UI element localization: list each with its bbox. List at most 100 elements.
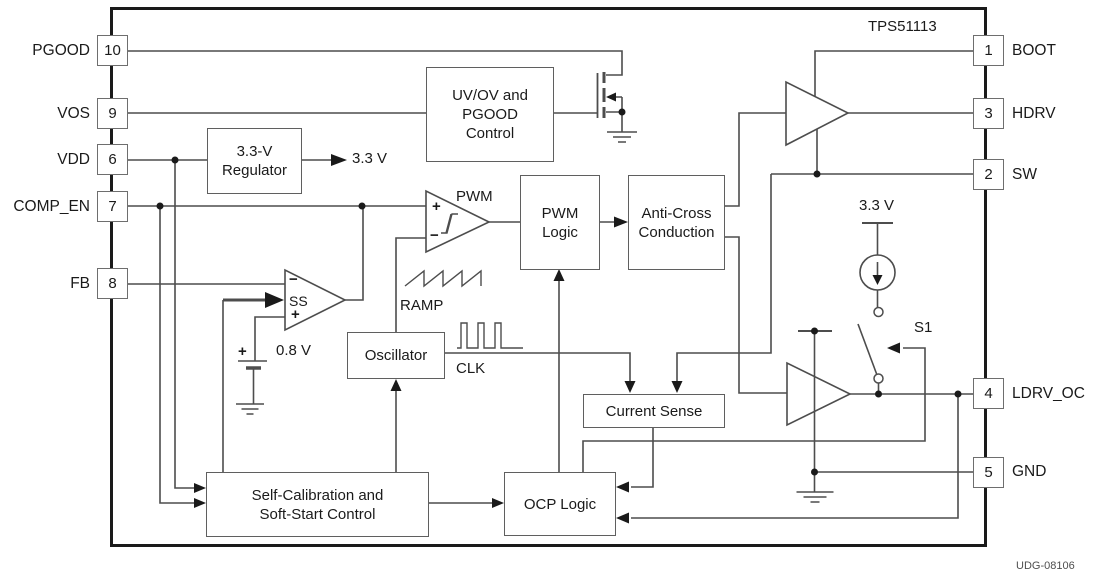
arrow-sw-currentsense (671, 381, 683, 393)
block-regulator: 3.3-V Regulator (207, 128, 302, 194)
pin-label-fb: FB (70, 275, 90, 292)
block-uvov-line1: UV/OV and (452, 87, 528, 104)
pwm-comparator (425, 189, 491, 254)
block-uvov-pgood-control: UV/OV and PGOOD Control (426, 67, 554, 162)
pwm-minus-sign: − (430, 227, 439, 244)
clk-net (443, 352, 631, 383)
block-anti-cross-line1: Anti-Cross (641, 204, 712, 222)
arrow-clk-currentsense (624, 381, 636, 393)
arrow-cs-ocp (616, 481, 629, 493)
mosfet-ground (607, 131, 637, 143)
s1-control-net (582, 347, 926, 472)
pin-box-ldrv-oc: 4 (973, 378, 1004, 409)
pin-number-ldrv-oc: 4 (984, 385, 993, 402)
arrow-vdd-selfcal (194, 483, 206, 493)
source-rail-label: 3.3 V (859, 197, 895, 214)
pin-box-sw: 2 (973, 159, 1004, 190)
pin-box-vdd: 6 (97, 144, 128, 175)
pin-box-vos: 9 (97, 98, 128, 129)
block-oscillator-line1: Oscillator (364, 347, 428, 364)
pin-label-vdd: VDD (57, 151, 90, 168)
pin-label-sw: SW (1012, 166, 1037, 183)
pgood-net (128, 50, 623, 76)
pin-box-comp-en: 7 (97, 191, 128, 222)
switch-blade (857, 323, 878, 376)
regulator-output-label: 3.3 V (352, 150, 388, 167)
vref-label: 0.8 V (276, 342, 312, 359)
block-anti-cross-line2: Conduction (638, 223, 715, 241)
arrow-ocp-pwmlogic (553, 269, 565, 281)
pin-label-ldrv-oc: LDRV_OC (1012, 385, 1085, 402)
block-anti-cross-conduction: Anti-Cross Conduction (628, 175, 725, 270)
arrow-pwmlogic-acc (614, 216, 628, 228)
pin-box-hdrv: 3 (973, 98, 1004, 129)
block-pwm-logic: PWM Logic (520, 175, 600, 270)
pin-box-gnd: 5 (973, 457, 1004, 488)
switch-terminal-top (873, 306, 884, 318)
drawing-id-label: UDG-08106 (1016, 560, 1075, 572)
block-oscillator: Oscillator (347, 332, 445, 379)
boot-net (814, 50, 973, 97)
ss-output-net (345, 206, 364, 301)
gnd-symbol (796, 491, 834, 503)
pin-number-pgood: 10 (104, 42, 121, 59)
arrow-regulator-out (331, 154, 347, 166)
block-current-sense: Current Sense (583, 394, 725, 428)
pin-number-comp-en: 7 (108, 198, 117, 215)
ss-amp-label: SS (289, 293, 308, 309)
block-self-cal-line1: Self-Calibration and (251, 486, 384, 504)
pin-number-vdd: 6 (108, 151, 117, 168)
pwm-plus-sign: + (432, 198, 441, 215)
pin-box-boot: 1 (973, 35, 1004, 66)
pin-label-vos: VOS (57, 105, 90, 122)
arrow-softstart (265, 292, 284, 308)
pwm-comparator-label: PWM (456, 188, 493, 205)
block-self-calibration: Self-Calibration and Soft-Start Control (206, 472, 429, 537)
pin-number-fb: 8 (108, 275, 117, 292)
pin-number-vos: 9 (108, 105, 117, 122)
block-regulator-line2: Regulator (221, 162, 288, 179)
ss-error-amp (284, 268, 347, 332)
arrow-ldrvfb-ocp (616, 512, 629, 524)
acc-to-hdrv (723, 112, 786, 207)
pin-number-gnd: 5 (984, 464, 993, 481)
pin-label-pgood: PGOOD (32, 42, 90, 59)
clk-pulses-icon (457, 322, 523, 349)
pin-number-boot: 1 (984, 42, 993, 59)
pin-label-comp-en: COMP_EN (13, 198, 90, 215)
low-side-driver (786, 361, 852, 427)
hysteresis-icon (441, 213, 458, 234)
ramp-net (395, 237, 426, 332)
pin-label-gnd: GND (1012, 463, 1047, 480)
part-number-label: TPS51113 (868, 18, 937, 35)
currentsense-to-ocp (631, 426, 654, 488)
pin-label-hdrv: HDRV (1012, 105, 1056, 122)
arrow-s1-control (887, 342, 900, 354)
arrow-osc-in (390, 379, 402, 391)
junction-dots (156, 108, 962, 476)
arrow-mosfet-body (606, 92, 616, 102)
en-to-selfcal (159, 206, 194, 504)
vref-ground (236, 403, 264, 415)
block-ocp-logic-line1: OCP Logic (523, 495, 597, 513)
block-uvov-line3: Control (465, 125, 515, 142)
sw-net (676, 129, 973, 383)
pin-label-boot: BOOT (1012, 42, 1056, 59)
gnd-net (813, 471, 973, 492)
ss-plus-input (254, 316, 285, 361)
acc-to-ldrv (723, 236, 787, 394)
battery-plus-sign: + (238, 343, 247, 360)
s1-label: S1 (914, 319, 933, 336)
current-source-circle (859, 254, 896, 291)
arrow-current-source (872, 275, 883, 285)
arrow-en-selfcal (194, 498, 206, 508)
block-pwm-logic-line2: Logic (542, 223, 578, 241)
vdd-to-selfcal (174, 160, 194, 489)
arrow-selfcal-ocp (492, 498, 504, 508)
pin-number-sw: 2 (984, 166, 993, 183)
ss-minus-sign: − (289, 271, 298, 288)
block-uvov-line2: PGOOD (462, 106, 518, 123)
pin-box-pgood: 10 (97, 35, 128, 66)
switch-terminal-bottom (873, 373, 884, 384)
